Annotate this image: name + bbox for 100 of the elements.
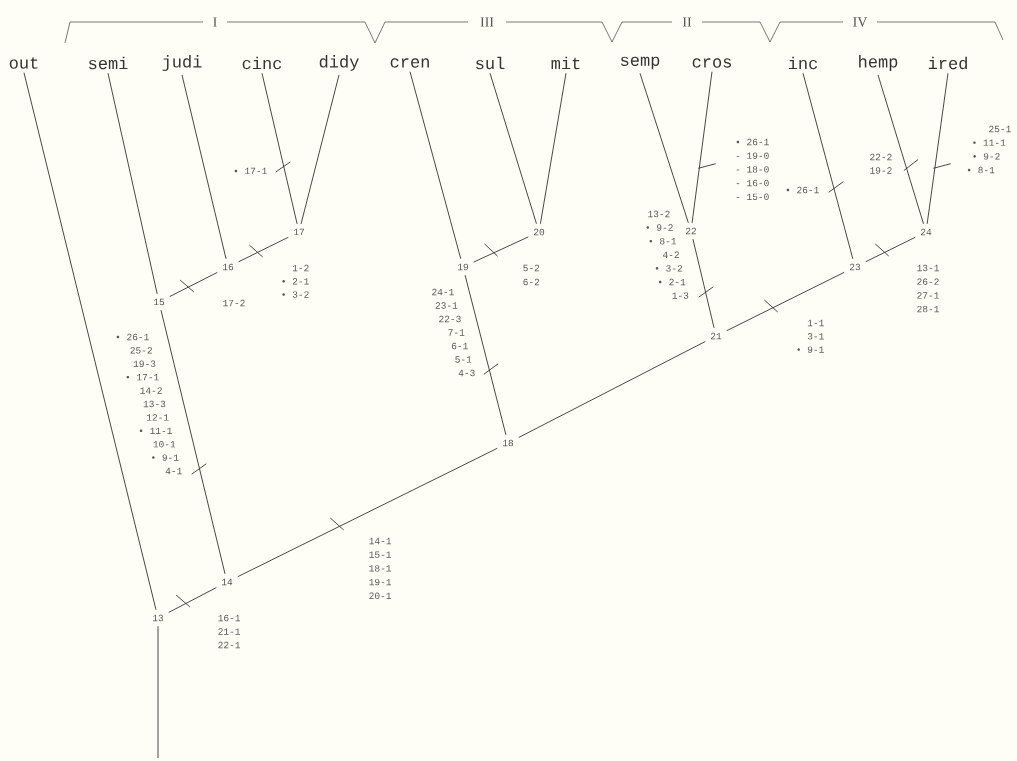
node-number: 18: [503, 439, 514, 447]
character-state: 5-1: [455, 356, 472, 363]
character-state: 18-1: [369, 565, 392, 572]
character-state: - 18-0: [736, 166, 769, 173]
character-state: 3-1: [807, 333, 824, 340]
branch-line: [489, 72, 537, 225]
taxon-label: cren: [390, 58, 429, 68]
character-state: 14-1: [369, 537, 392, 545]
taxon-label: semi: [89, 56, 128, 70]
branch-line: [261, 72, 298, 225]
branch-line: [464, 274, 507, 436]
character-state: • 2-1: [658, 278, 686, 286]
character-state: - 16-0: [736, 179, 769, 187]
character-state: 10-1: [153, 441, 176, 448]
branch-line: [168, 587, 217, 613]
character-state: 6-2: [523, 278, 540, 286]
character-state: 13-2: [648, 210, 670, 218]
branch-line: [539, 72, 567, 225]
taxon-label: cros: [692, 58, 731, 68]
taxon-label: cinc: [242, 56, 282, 70]
character-state: 25-1: [989, 125, 1011, 133]
character-state: 19-3: [133, 360, 156, 367]
character-state: 25-2: [130, 347, 152, 354]
character-state: 1-2: [292, 264, 309, 272]
clade-label: I: [213, 17, 217, 27]
taxon-label: didy: [319, 55, 359, 71]
branch-line: [518, 341, 706, 438]
character-state: • 26-1: [786, 186, 819, 194]
node-number: 23: [850, 263, 861, 271]
character-state: • 9-2: [646, 224, 673, 231]
character-state: 24-1: [432, 288, 454, 296]
character-state: 4-3: [458, 369, 475, 377]
clade-label: II: [682, 17, 692, 27]
character-state: 13-3: [143, 400, 166, 408]
node-number: 22: [686, 227, 697, 235]
node-number: 24: [921, 228, 932, 236]
character-state: 4-2: [663, 251, 679, 258]
node-number: 17: [294, 228, 304, 236]
taxon-label: mit: [551, 56, 580, 70]
node-number: 15: [154, 298, 165, 306]
node-number: 19: [458, 263, 469, 271]
node-number: 21: [711, 332, 722, 340]
branch-line: [169, 271, 218, 297]
branch-line: [181, 74, 227, 260]
character-state: • 2-1: [282, 278, 309, 285]
character-state: 13-1: [917, 264, 939, 272]
character-state: 17-2: [223, 299, 245, 307]
branch-line: [23, 72, 157, 611]
character-state: • 9-1: [797, 346, 824, 353]
node-number: 13: [153, 614, 164, 622]
branch-line: [692, 238, 715, 329]
character-state: - 15-0: [736, 193, 769, 200]
node-number: 14: [222, 578, 233, 586]
branch-line: [691, 71, 713, 224]
character-state: 22-2: [870, 153, 892, 161]
node-number: 16: [223, 263, 234, 271]
clade-label: III: [480, 17, 494, 27]
branch-line: [107, 72, 158, 295]
branch-line: [409, 71, 462, 260]
branch-line: [300, 74, 340, 225]
taxon-label: inc: [788, 56, 818, 70]
node-number: 20: [534, 228, 545, 236]
character-state: • 26-1: [736, 138, 769, 146]
character-state: 4-1: [165, 467, 182, 475]
taxon-label: sul: [476, 56, 505, 70]
character-state: • 17-1: [234, 167, 267, 175]
branch-line: [237, 447, 498, 578]
clade-label: IV: [853, 17, 868, 27]
branch-line: [473, 236, 529, 263]
character-state: 27-1: [917, 292, 939, 299]
branch-line: [157, 625, 159, 759]
character-state: 22-1: [218, 641, 241, 649]
character-state: 26-2: [917, 278, 939, 285]
character-state: • 8-1: [967, 166, 995, 174]
character-state: 14-2: [140, 387, 162, 394]
character-state: 22-3: [439, 315, 461, 323]
character-state: 6-1: [451, 342, 468, 350]
branch-line: [877, 74, 924, 225]
taxon-label: out: [9, 57, 38, 69]
character-state: 20-1: [369, 592, 392, 599]
taxon-label: ired: [928, 56, 967, 70]
character-state: • 11-1: [139, 427, 172, 434]
character-state: 5-2: [523, 264, 540, 272]
character-state: 7-1: [448, 329, 465, 336]
branch-line: [865, 236, 916, 263]
character-state: • 11-1: [973, 139, 1006, 146]
taxon-label: semp: [621, 56, 660, 70]
character-state: • 9-2: [973, 153, 1000, 160]
character-state: 19-1: [369, 578, 392, 586]
character-state: • 3-2: [282, 291, 309, 298]
branch-line: [726, 271, 845, 332]
branch-line: [160, 309, 226, 575]
character-state: 1-1: [807, 319, 824, 327]
character-state: 12-1: [147, 414, 169, 421]
branch-line: [802, 72, 854, 260]
character-state: • 3-2: [655, 265, 683, 272]
character-state: • 9-1: [152, 454, 179, 461]
taxon-label: judi: [162, 55, 202, 71]
branch-line: [926, 72, 949, 225]
character-state: 16-1: [218, 614, 241, 622]
